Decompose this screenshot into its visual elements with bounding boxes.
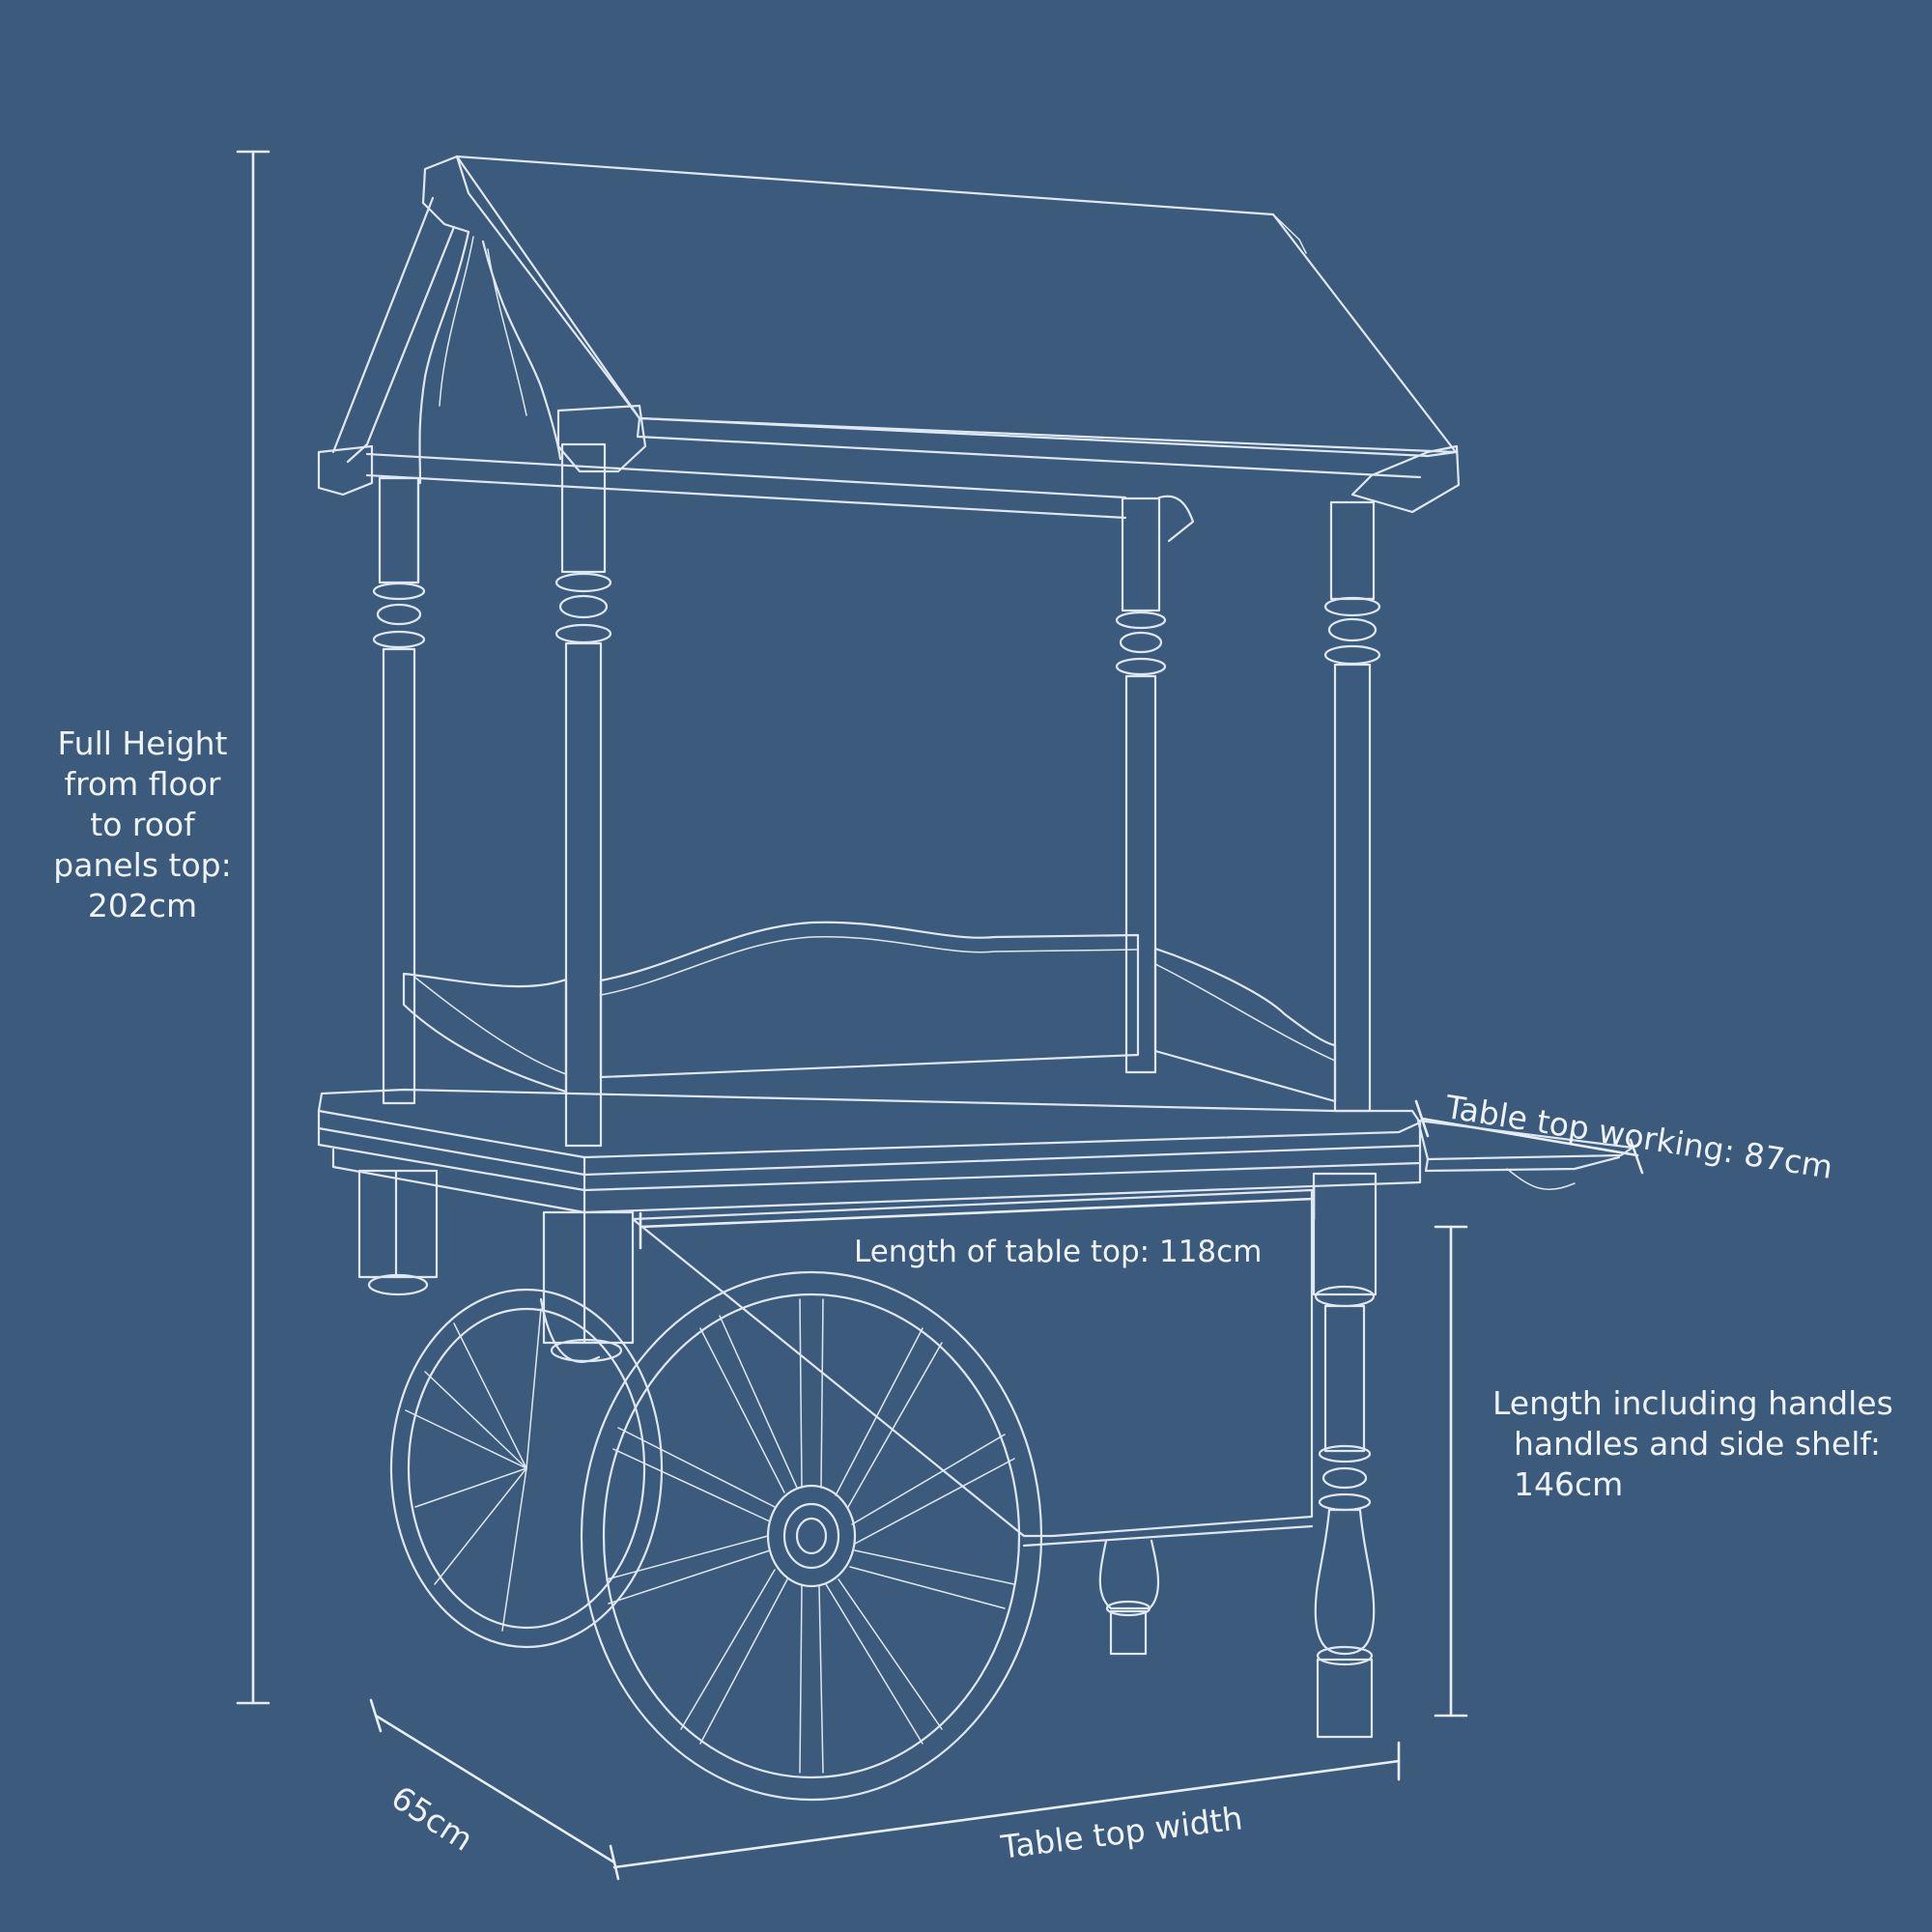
full-height-dimension-line: [236, 150, 270, 1705]
roof: [317, 155, 1461, 543]
upper-boards: [402, 921, 1337, 1103]
post-back-left: [372, 476, 426, 1105]
full-height-line-1: Full Height: [57, 724, 228, 762]
depth-dimension-line: [369, 1698, 620, 1881]
lower-body: [357, 1169, 1378, 1739]
post-front-right: [1323, 500, 1381, 1113]
table-top-width-dimension-line: [612, 1741, 1401, 1869]
length-including-line-1: Length including handles: [1492, 1384, 1893, 1422]
back-wheel: [389, 1288, 664, 1649]
length-including-handles-dimension-line: [1434, 1225, 1468, 1718]
length-including-line-2: handles and side shelf:: [1514, 1425, 1881, 1463]
full-height-label: Full Height from floor to roof panels to…: [39, 724, 246, 926]
table-top: [317, 1088, 1634, 1214]
post-front-left: [554, 442, 612, 1148]
full-height-line-3: to roof: [90, 806, 195, 843]
dimension-lines: [236, 150, 1644, 1881]
full-height-line-5: 202cm: [87, 887, 198, 924]
posts: [372, 442, 1381, 1148]
full-height-line-4: panels top:: [53, 846, 232, 884]
length-including-label: Length including handles handles and sid…: [1492, 1383, 1893, 1505]
length-table-top-label: Length of table top: 118cm: [854, 1235, 1263, 1269]
post-back-right: [1115, 497, 1167, 1074]
front-wheel: [580, 1270, 1043, 1802]
full-height-line-2: from floor: [64, 765, 221, 803]
length-including-line-3: 146cm: [1514, 1465, 1624, 1503]
